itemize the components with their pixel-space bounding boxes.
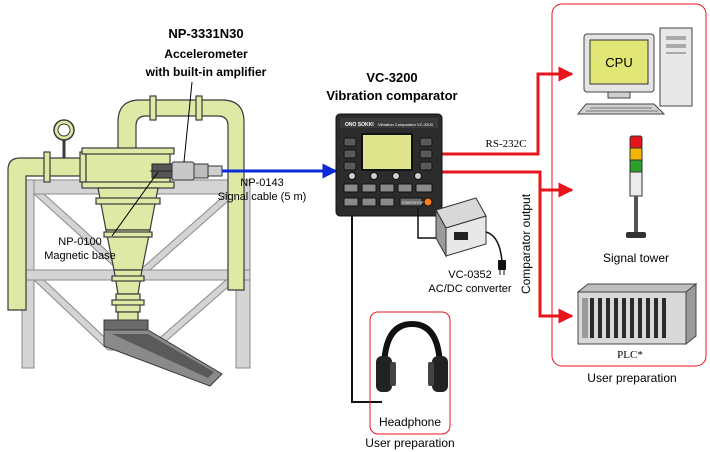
support-frame	[21, 179, 251, 369]
signal-cable-name: Signal cable (5 m)	[218, 191, 307, 203]
signal-cable-model: NP-0143	[240, 177, 283, 189]
keyboard-icon	[576, 103, 666, 115]
accelerometer-model: NP-3331N30	[168, 26, 243, 41]
machine-structure	[7, 81, 251, 387]
plc-label: PLC*	[617, 349, 643, 361]
comparator-power-button	[423, 197, 433, 207]
comparator-round-buttons	[348, 172, 422, 180]
comparator-lcd	[361, 133, 413, 171]
power-plug-icon	[498, 260, 506, 275]
headphone-cable	[351, 212, 382, 403]
comparator-model: VC-3200	[366, 70, 417, 85]
comparator-start-key	[399, 197, 423, 207]
rs232c-label: RS-232C	[486, 138, 527, 150]
signal-tower-label: Signal tower	[603, 251, 669, 265]
comparator-output-label: Comparator output	[519, 193, 533, 294]
headphone-box	[369, 311, 451, 435]
headphone-label: Headphone	[379, 415, 441, 429]
plc-icon	[576, 282, 698, 346]
magnetic-base-leader-line	[111, 171, 159, 237]
accelerometer-name-line1: Accelerometer	[164, 47, 248, 61]
magnetic-base-name: Magnetic base	[44, 250, 116, 262]
comparator-panel-text: Vibration Comparator VC-3200	[378, 122, 434, 127]
headphone-note: User preparation	[365, 436, 454, 450]
comparator-side-buttons	[343, 137, 433, 171]
ac-dc-converter	[417, 197, 503, 263]
outputs-note: User preparation	[587, 371, 676, 385]
accelerometer-leader-line	[183, 81, 193, 163]
converter-name: AC/DC converter	[428, 283, 511, 295]
vibration-comparator-device: ONO SOKKI Vibration Comparator VC-3200	[335, 113, 443, 217]
signal-tower-icon	[626, 135, 646, 238]
comparator-start-key-label: START/STOP	[402, 201, 424, 205]
converter-model: VC-0352	[448, 269, 491, 281]
computer-icon	[583, 27, 693, 107]
accelerometer-name-line2: with built-in amplifier	[145, 65, 267, 79]
cpu-screen-label: CPU	[605, 55, 632, 70]
process-pipes	[7, 95, 245, 311]
accelerometer-sensor	[150, 161, 223, 181]
comparator-brand: ONO SOKKI	[345, 122, 374, 128]
pressure-gauge-icon	[53, 119, 75, 158]
output-devices-box	[551, 3, 707, 367]
comparator-keys	[343, 183, 433, 207]
discharge-chute	[103, 319, 223, 387]
output-lines	[440, 66, 574, 324]
comparator-name: Vibration comparator	[326, 88, 457, 103]
magnetic-base-model: NP-0100	[58, 236, 101, 248]
headphone-icon	[376, 320, 448, 392]
